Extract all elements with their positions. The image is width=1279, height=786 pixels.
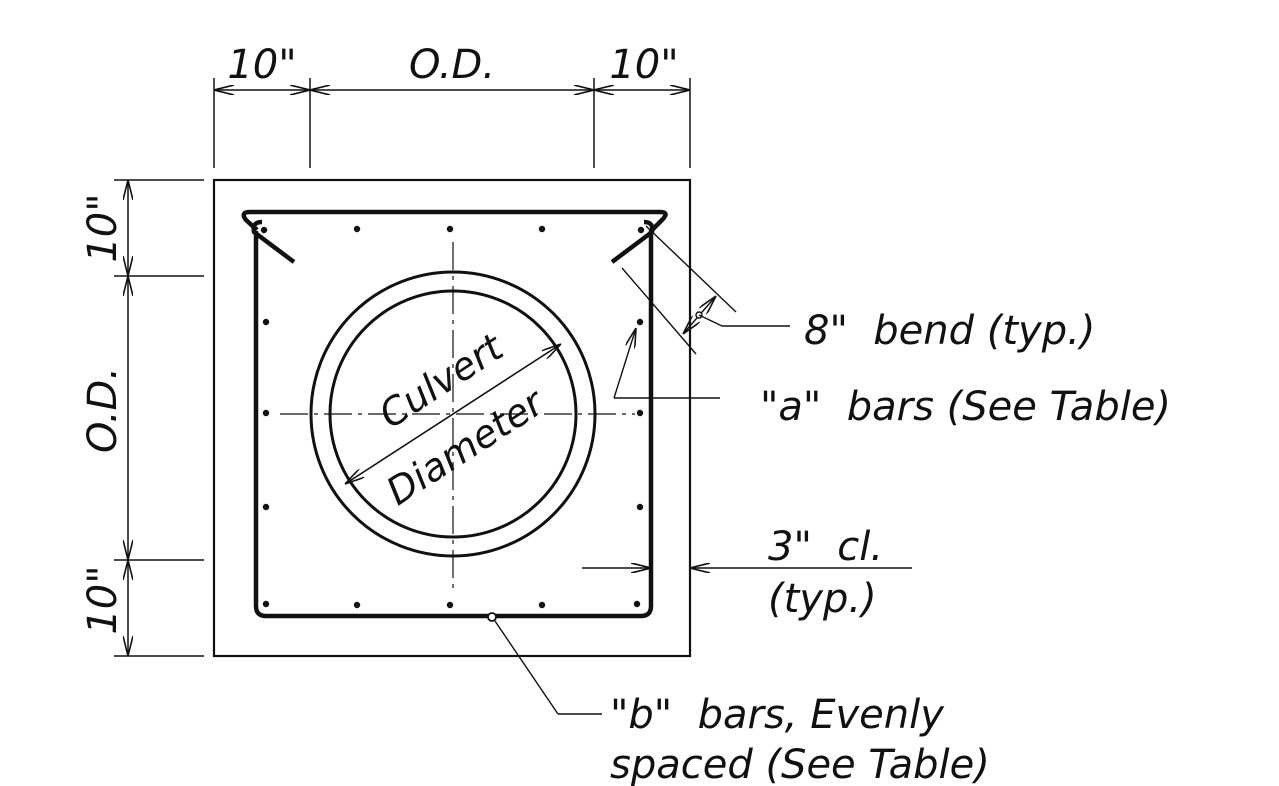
b-bars-callout xyxy=(494,620,602,715)
rebar-dot xyxy=(538,601,546,609)
rebar-hook-left xyxy=(251,219,296,264)
a-bars-label: "a" bars (See Table) xyxy=(760,384,1171,430)
rebar-dot xyxy=(446,225,454,233)
b-bar-pointer-dot xyxy=(487,612,497,622)
dim-label-top-right: 10" xyxy=(609,42,678,88)
b-bars-leader xyxy=(494,620,559,715)
b-bars-label-line2: spaced (See Table) xyxy=(610,742,990,786)
rebar-dot xyxy=(260,226,268,234)
bend-extension-line xyxy=(621,267,697,355)
rebar-dot xyxy=(636,409,644,417)
dim-label-top-od: O.D. xyxy=(409,42,495,88)
left-dimension xyxy=(114,179,204,657)
dim-label-top-left: 10" xyxy=(227,42,296,88)
clear-cover-label: 3" cl. xyxy=(768,524,883,570)
rebar-dot xyxy=(636,318,644,326)
rebar-hook-right xyxy=(610,219,655,264)
rebar-dot xyxy=(636,503,644,511)
bend-label: 8" bend (typ.) xyxy=(804,308,1095,354)
dim-label-left-top: 10" xyxy=(80,193,126,262)
a-bars-leader xyxy=(613,328,636,399)
rebar-dot xyxy=(262,318,270,326)
dim-label-left-bottom: 10" xyxy=(80,565,126,634)
diameter-arrow xyxy=(345,344,561,484)
rebar-dot xyxy=(262,600,270,608)
top-dimension xyxy=(213,78,691,168)
rebar-dot xyxy=(446,601,454,609)
rebar-dot xyxy=(637,226,645,234)
rebar-dot xyxy=(262,409,270,417)
dim-label-left-od: O.D. xyxy=(80,367,126,453)
rebar-dot xyxy=(353,601,361,609)
rebar-dot xyxy=(538,225,546,233)
a-bars-callout xyxy=(613,328,720,399)
rebar-dot xyxy=(262,503,270,511)
bend-callout xyxy=(621,225,790,355)
rebar-dot xyxy=(353,225,361,233)
rebar-dot xyxy=(633,600,641,608)
bend-extension-line xyxy=(645,225,737,313)
b-bars xyxy=(260,225,645,609)
clear-cover-typ-label: (typ.) xyxy=(768,576,877,622)
concrete-collar-outline xyxy=(212,178,692,658)
b-bars-label-line1: "b" bars, Evenly xyxy=(610,692,945,738)
bend-leader xyxy=(698,314,723,327)
